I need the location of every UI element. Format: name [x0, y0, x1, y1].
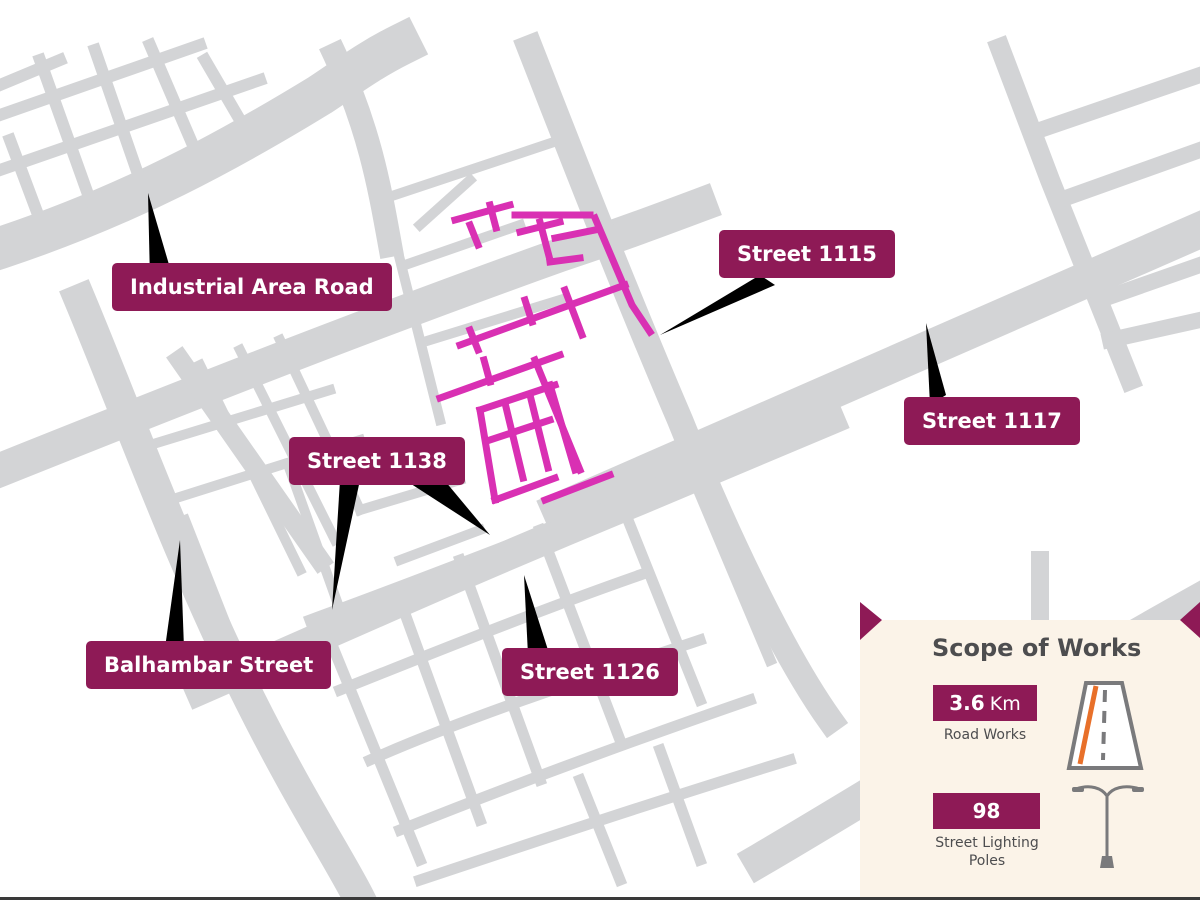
- label-street-1138: Street 1138: [289, 437, 465, 485]
- road-works-value: 3.6: [949, 691, 985, 715]
- road-vertical-a: [319, 39, 404, 259]
- panel-corner-right: [1180, 602, 1200, 638]
- bottom-rule: [0, 897, 1200, 900]
- label-street-1126: Street 1126: [502, 648, 678, 696]
- pointer-street-1138-b: [332, 480, 360, 610]
- panel-corner-left: [860, 602, 882, 640]
- road-street-1115: [513, 31, 849, 739]
- road-works-value-box: 3.6 Km: [933, 685, 1037, 721]
- pointer-street-1126: [524, 575, 548, 655]
- pointer-street-1117: [926, 323, 946, 405]
- pointer-industrial-area-road: [148, 193, 170, 280]
- scope-title: Scope of Works: [932, 634, 1142, 662]
- road-right-vertical-a: [987, 35, 1143, 393]
- pointer-street-1138-a: [405, 475, 490, 535]
- pointer-balhambar-street: [165, 540, 184, 648]
- project-road-network: [435, 200, 655, 505]
- road-works-unit: Km: [989, 693, 1021, 715]
- label-street-1117: Street 1117: [904, 397, 1080, 445]
- road-right-vertical-b: [1029, 66, 1200, 141]
- label-pointers: [148, 193, 946, 655]
- road-industrial-area: [0, 16, 429, 271]
- road-grid-top-left: [0, 37, 268, 228]
- road-grid-middle: [143, 218, 567, 667]
- lighting-value-box: 98: [933, 793, 1040, 829]
- label-street-1115: Street 1115: [719, 230, 895, 278]
- road-icon: [1066, 681, 1144, 770]
- lighting-value: 98: [972, 799, 1001, 823]
- street-light-icon: [1072, 785, 1144, 868]
- road-grid-north: [373, 133, 567, 233]
- label-industrial-area-road: Industrial Area Road: [112, 263, 392, 311]
- lighting-caption: Street Lighting Poles: [920, 834, 1054, 870]
- scope-of-works-panel: [860, 620, 1200, 900]
- road-right-vertical-c: [1049, 141, 1200, 211]
- lighting-caption-line2: Poles: [968, 853, 1006, 869]
- lighting-caption-line1: Street Lighting: [935, 835, 1039, 851]
- label-balhambar-street: Balhambar Street: [86, 641, 332, 689]
- road-street-1117-east: [536, 210, 1200, 534]
- road-main-south: [180, 400, 850, 710]
- road-right-e-w: [1100, 311, 1200, 350]
- road-right-vertical-d: [1089, 256, 1200, 311]
- pointer-street-1115: [660, 275, 775, 335]
- road-works-caption: Road Works: [943, 727, 1027, 743]
